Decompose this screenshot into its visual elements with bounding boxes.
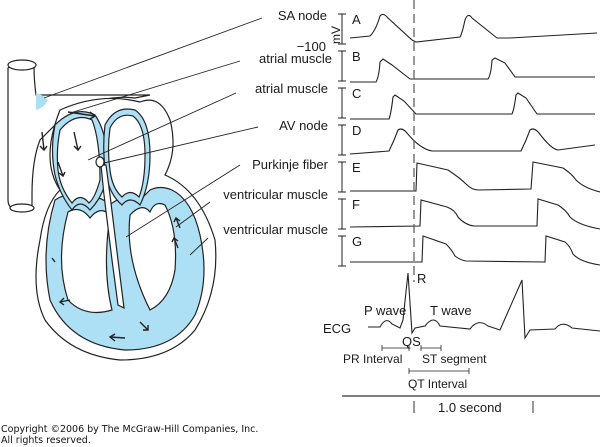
trace-a: A [338, 12, 598, 45]
trace-waveform-e [350, 161, 600, 193]
axis-unit-label: mV [329, 26, 343, 44]
trace-waveform-c [350, 92, 595, 120]
action-potential-traces: A B C D E F G [338, 12, 600, 267]
trace-b: B [338, 49, 595, 83]
qs-label: QS [402, 334, 421, 349]
axis-value-label: −100 [297, 39, 326, 54]
vena-cava-bottom [9, 203, 35, 213]
qt-interval-label: QT Interval [408, 377, 467, 391]
r-wave-label: R [417, 271, 426, 286]
trace-waveform-d [349, 128, 596, 155]
trace-c: C [338, 86, 595, 120]
av-node [95, 156, 105, 168]
trace-letter-a: A [352, 12, 361, 27]
t-wave-label: T wave [430, 303, 472, 318]
right-atrium-cavity [107, 114, 146, 199]
label-ventricular-muscle-1: ventricular muscle [223, 187, 328, 202]
st-segment-label: ST segment [422, 352, 487, 366]
vena-cava-top [7, 59, 37, 71]
left-ventricle-cavity [60, 208, 113, 313]
sa-node-region [36, 93, 48, 110]
trace-e: E [338, 160, 600, 193]
trace-letter-e: E [352, 160, 361, 175]
septum [100, 164, 125, 310]
ecg-trace [368, 272, 600, 340]
time-scale-label: 1.0 second [438, 400, 502, 415]
label-atrial-muscle-1: atrial muscle [259, 51, 332, 66]
heart-labels: SA node atrial muscle atrial muscle AV n… [223, 8, 343, 237]
ecg-section: ECG R P wave T wave QS PR Interval ST se… [323, 271, 600, 415]
heart-illustration [7, 59, 217, 361]
trace-f: F [338, 197, 600, 230]
trace-letter-f: F [352, 197, 360, 212]
leader-lines [43, 17, 263, 256]
interval-brackets [381, 345, 470, 374]
trace-letter-b: B [352, 49, 361, 64]
p-wave-label: P wave [364, 303, 406, 318]
trace-letter-c: C [352, 86, 361, 101]
left-atrium-cavity [56, 117, 101, 204]
label-sa-node: SA node [278, 8, 327, 23]
ecg-label: ECG [323, 321, 351, 336]
trace-letter-g: G [352, 234, 362, 249]
trace-g: G [338, 234, 600, 267]
pr-interval-label: PR Interval [343, 352, 402, 366]
label-ventricular-muscle-2: ventricular muscle [223, 222, 328, 237]
trace-waveform-g [350, 235, 600, 266]
label-purkinje-fiber: Purkinje fiber [252, 157, 329, 172]
trace-letter-d: D [352, 123, 361, 138]
copyright-text: Copyright ©2006 by The McGraw-Hill Compa… [1, 424, 259, 435]
label-av-node: AV node [279, 118, 328, 133]
trace-waveform-b [350, 57, 595, 83]
trace-d: D [338, 123, 596, 156]
rights-text: All rights reserved. [1, 435, 91, 446]
label-atrial-muscle-2: atrial muscle [255, 81, 328, 96]
trace-waveform-f [349, 198, 600, 230]
trace-waveform-a [349, 13, 598, 43]
